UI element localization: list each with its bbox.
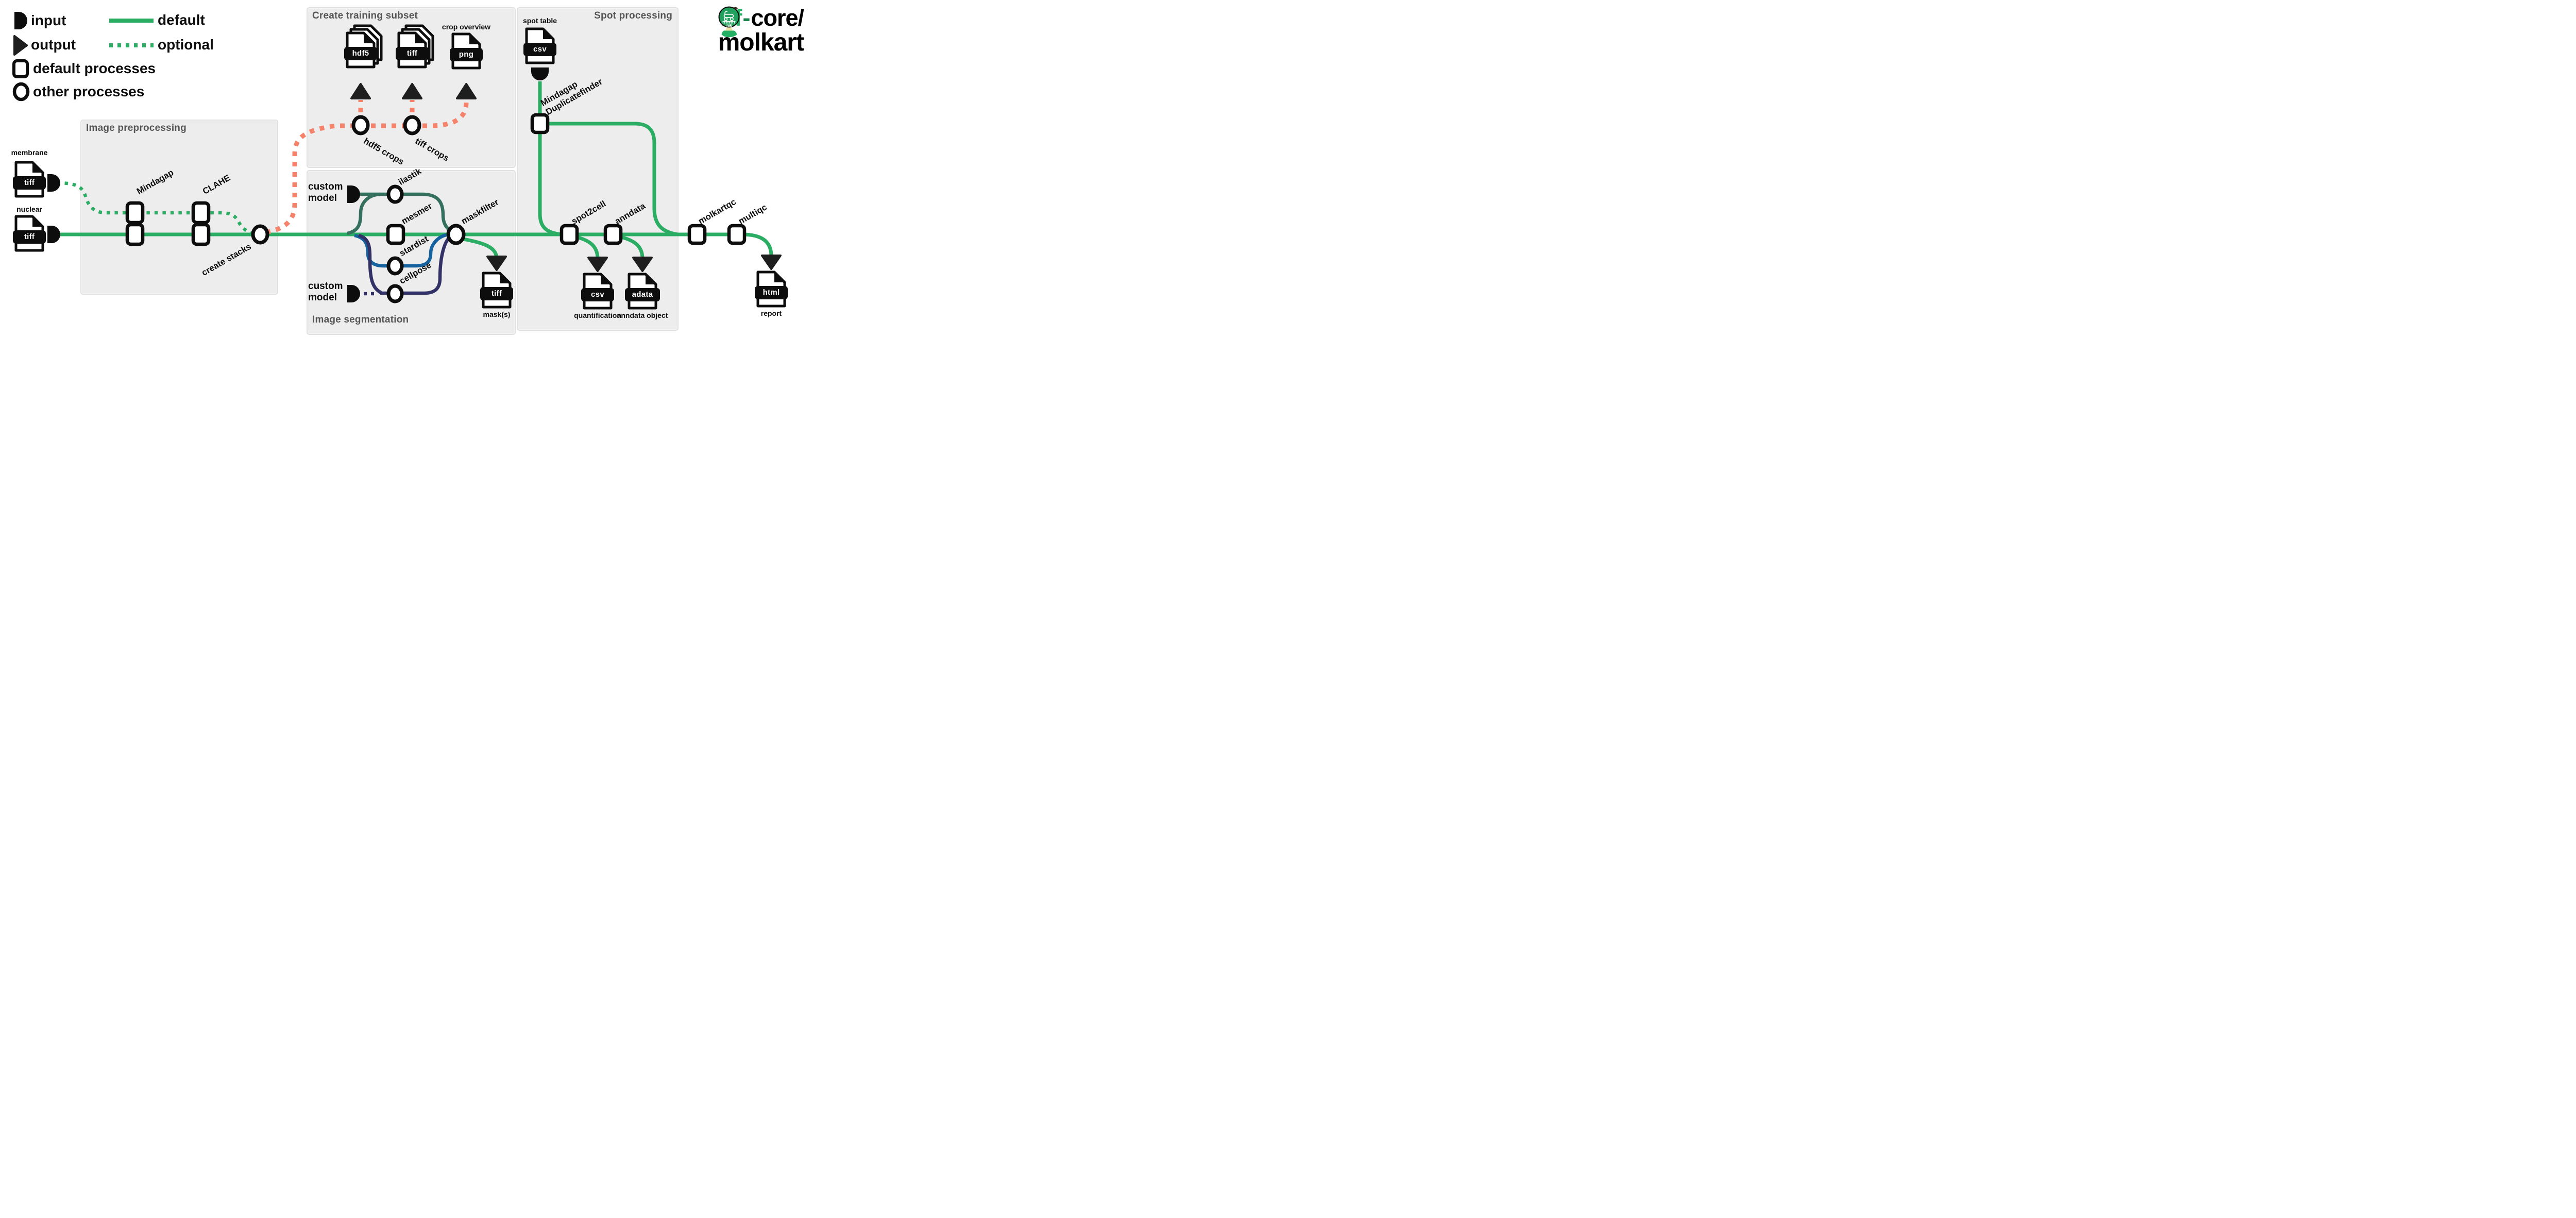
html-file-icon: [755, 270, 788, 308]
legend-optional-label: optional: [158, 37, 214, 53]
box-image-preprocessing: [80, 120, 278, 295]
quant-output-arrow: [587, 257, 608, 272]
custom-model-top-label: custom model: [308, 181, 343, 204]
custom-model-bottom-label: custom model: [308, 281, 343, 303]
title-create-training-subset: Create training subset: [312, 10, 418, 21]
cellpose-node: [386, 284, 404, 303]
nuclear-input-connector: [47, 226, 60, 243]
report-caption: report: [760, 309, 782, 317]
logo-core: core/: [751, 5, 804, 31]
mask-caption: mask(s): [483, 310, 511, 318]
title-image-preprocessing: Image preprocessing: [86, 123, 187, 133]
hdf5-file-icon: [344, 24, 383, 69]
hdf5-badge: hdf5: [352, 49, 369, 58]
diagram-art: [12, 12, 788, 310]
adata-file-icon: [625, 273, 660, 310]
molkartqc-node: [687, 224, 707, 245]
legend-input-label: input: [31, 12, 66, 28]
spot2cell-node: [560, 224, 579, 245]
title-spot-processing: Spot processing: [594, 10, 672, 21]
edge-training-optional: [265, 102, 469, 235]
png-file-icon: [450, 32, 483, 70]
tiff-crops-badge: tiff: [406, 49, 418, 58]
custom-model-top-connector: [347, 185, 360, 203]
ilastik-node: [386, 184, 404, 204]
mesmer-node: [386, 224, 405, 245]
custom-model-bottom-connector: [347, 285, 360, 302]
legend-default-label: default: [158, 12, 205, 28]
mask-output-arrow: [486, 256, 507, 271]
html-badge: html: [762, 288, 780, 297]
hdf5-crops-node: [351, 115, 370, 136]
input-icon: [14, 12, 27, 29]
other-process-icon: [12, 82, 30, 102]
crop-overview-caption: crop overview: [442, 23, 491, 31]
png-badge: png: [459, 50, 474, 59]
membrane-caption: membrane: [11, 148, 48, 157]
pipeline-diagram: input output default optional default pr…: [0, 0, 808, 340]
spot-csv-badge: csv: [533, 45, 547, 54]
nuclear-badge: tiff: [24, 232, 35, 241]
quant-caption: quantification: [574, 311, 621, 319]
mask-badge: tiff: [491, 289, 502, 298]
quant-badge: csv: [591, 290, 604, 299]
badge-mk-text: mk: [726, 23, 732, 28]
box-image-segmentation: [307, 170, 516, 335]
legend-output-label: output: [31, 37, 76, 53]
anndata-node: [603, 224, 623, 245]
custom-model-top-line1: custom: [308, 181, 343, 192]
spot-table-input-connector: [531, 67, 549, 80]
adata-badge: adata: [632, 290, 653, 299]
legend-other-processes-label: other processes: [33, 83, 145, 99]
create-stacks-node: [251, 224, 269, 245]
edge-maskfilter-out: [458, 236, 499, 258]
adata-caption: anndata object: [617, 311, 668, 319]
mask-file-icon: [480, 272, 513, 309]
logo-dash: -: [742, 5, 750, 31]
mindagap-node: [125, 201, 145, 246]
custom-model-bottom-line1: custom: [308, 281, 343, 292]
nuclear-file-icon: [13, 215, 46, 252]
nf-core-molkart-logo: nf-core/ mk molkart: [718, 6, 804, 55]
multiqc-node: [727, 224, 747, 245]
dupfinder-node: [530, 113, 550, 134]
membrane-file-icon: [13, 161, 46, 198]
nuclear-caption: nuclear: [16, 205, 42, 213]
default-process-icon: [12, 59, 29, 78]
membrane-badge: tiff: [24, 178, 35, 187]
png-output-arrow: [456, 83, 477, 99]
edge-ilastik-branch: [347, 192, 381, 235]
title-image-segmentation: Image segmentation: [312, 314, 409, 325]
maskfilter-node: [446, 224, 466, 245]
edge-dupfinder-down: [538, 132, 569, 236]
tiff-crops-output-arrow: [402, 83, 422, 99]
spot-table-caption: spot table: [522, 16, 557, 25]
report-output-arrow: [761, 255, 782, 270]
custom-model-bottom-line2: model: [308, 292, 337, 303]
adata-output-arrow: [632, 257, 653, 272]
edge-dupfinder-right: [548, 122, 690, 236]
edge-cellpose-branch: [358, 233, 382, 294]
hdf5-output-arrow: [350, 83, 371, 99]
tiff-crops-node: [403, 115, 421, 136]
membrane-input-connector: [47, 174, 60, 192]
tiff-crops-file-icon: [396, 24, 434, 69]
edge-membrane-optional: [56, 181, 253, 235]
legend-default-processes-label: default processes: [33, 60, 156, 76]
custom-model-top-line2: model: [308, 193, 337, 204]
spot-table-file-icon: [523, 27, 556, 64]
stardist-node: [386, 256, 404, 276]
clahe-node: [191, 201, 211, 246]
output-icon: [13, 35, 28, 56]
quant-file-icon: [581, 273, 614, 310]
edge-cellpose-navy: [380, 234, 453, 295]
molkart-badge-icon: mk: [718, 6, 740, 28]
